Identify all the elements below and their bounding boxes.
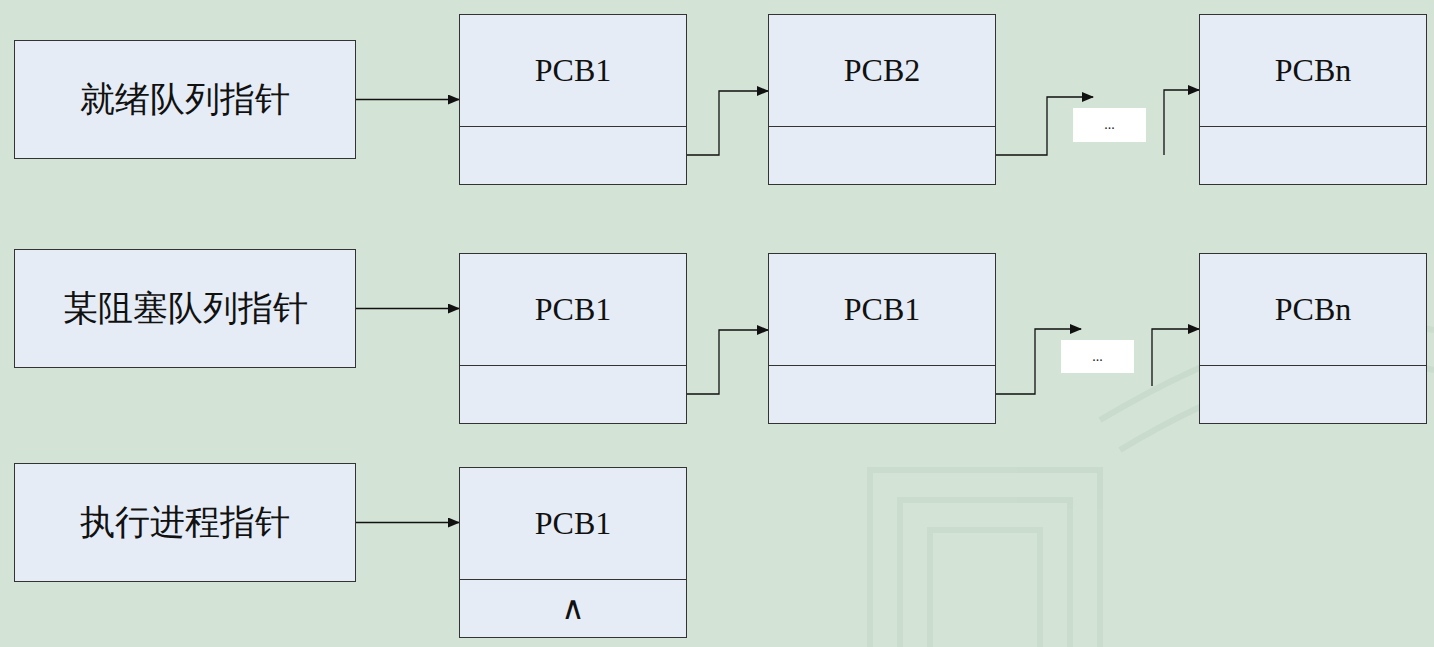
pcb-box: PCBn <box>1199 14 1427 185</box>
pcb-name: PCB1 <box>535 52 611 89</box>
ellipsis: ... <box>1092 349 1103 365</box>
pcb-name-field: PCB1 <box>460 15 686 127</box>
pcb-box: PCB2 <box>768 14 996 185</box>
pointer-box: 就绪队列指针 <box>14 40 356 159</box>
pcb-name: PCB2 <box>844 52 920 89</box>
ellipsis-box: ... <box>1061 340 1134 373</box>
pointer-name: 执行进程指针 <box>80 499 290 546</box>
pcb-pointer-field <box>769 126 995 184</box>
ellipsis: ... <box>1104 117 1115 133</box>
pcb-name-field: PCB1 <box>769 254 995 366</box>
pcb-name: PCBn <box>1275 291 1351 328</box>
pcb-box: PCB1 <box>768 253 996 424</box>
pointer-arrow <box>356 308 459 309</box>
pcb-name-field: PCBn <box>1200 254 1426 366</box>
pointer-box: 执行进程指针 <box>14 463 356 582</box>
pcb-box: PCB1 <box>459 14 687 185</box>
pcb-pointer-field <box>769 365 995 423</box>
pointer-arrow <box>356 99 459 100</box>
pcb-pointer-field <box>460 365 686 423</box>
pointer-name: 就绪队列指针 <box>80 76 290 123</box>
pcb-name-field: PCB2 <box>769 15 995 127</box>
pcb-name-field: PCBn <box>1200 15 1426 127</box>
ellipsis-box: ... <box>1073 108 1146 142</box>
pcb-name-field: PCB1 <box>460 254 686 366</box>
pointer-box: 某阻塞队列指针 <box>14 249 356 368</box>
pcb-pointer-field <box>460 126 686 184</box>
pcb-name: PCB1 <box>844 291 920 328</box>
pointer-arrow <box>1164 90 1199 155</box>
pointer-name: 某阻塞队列指针 <box>63 285 308 332</box>
pcb-box: PCB1 ∧ <box>459 467 687 638</box>
pointer-arrow <box>356 522 459 523</box>
null-pointer: ∧ <box>561 589 584 627</box>
pcb-name: PCB1 <box>535 291 611 328</box>
pcb-pointer-field <box>1200 126 1426 184</box>
pcb-name: PCBn <box>1275 52 1351 89</box>
pcb-pointer-field: ∧ <box>460 579 686 637</box>
pcb-box: PCBn <box>1199 253 1427 424</box>
pcb-name-field: PCB1 <box>460 468 686 580</box>
pcb-pointer-field <box>1200 365 1426 423</box>
pcb-box: PCB1 <box>459 253 687 424</box>
pointer-arrow <box>1152 329 1199 386</box>
pcb-name: PCB1 <box>535 505 611 542</box>
